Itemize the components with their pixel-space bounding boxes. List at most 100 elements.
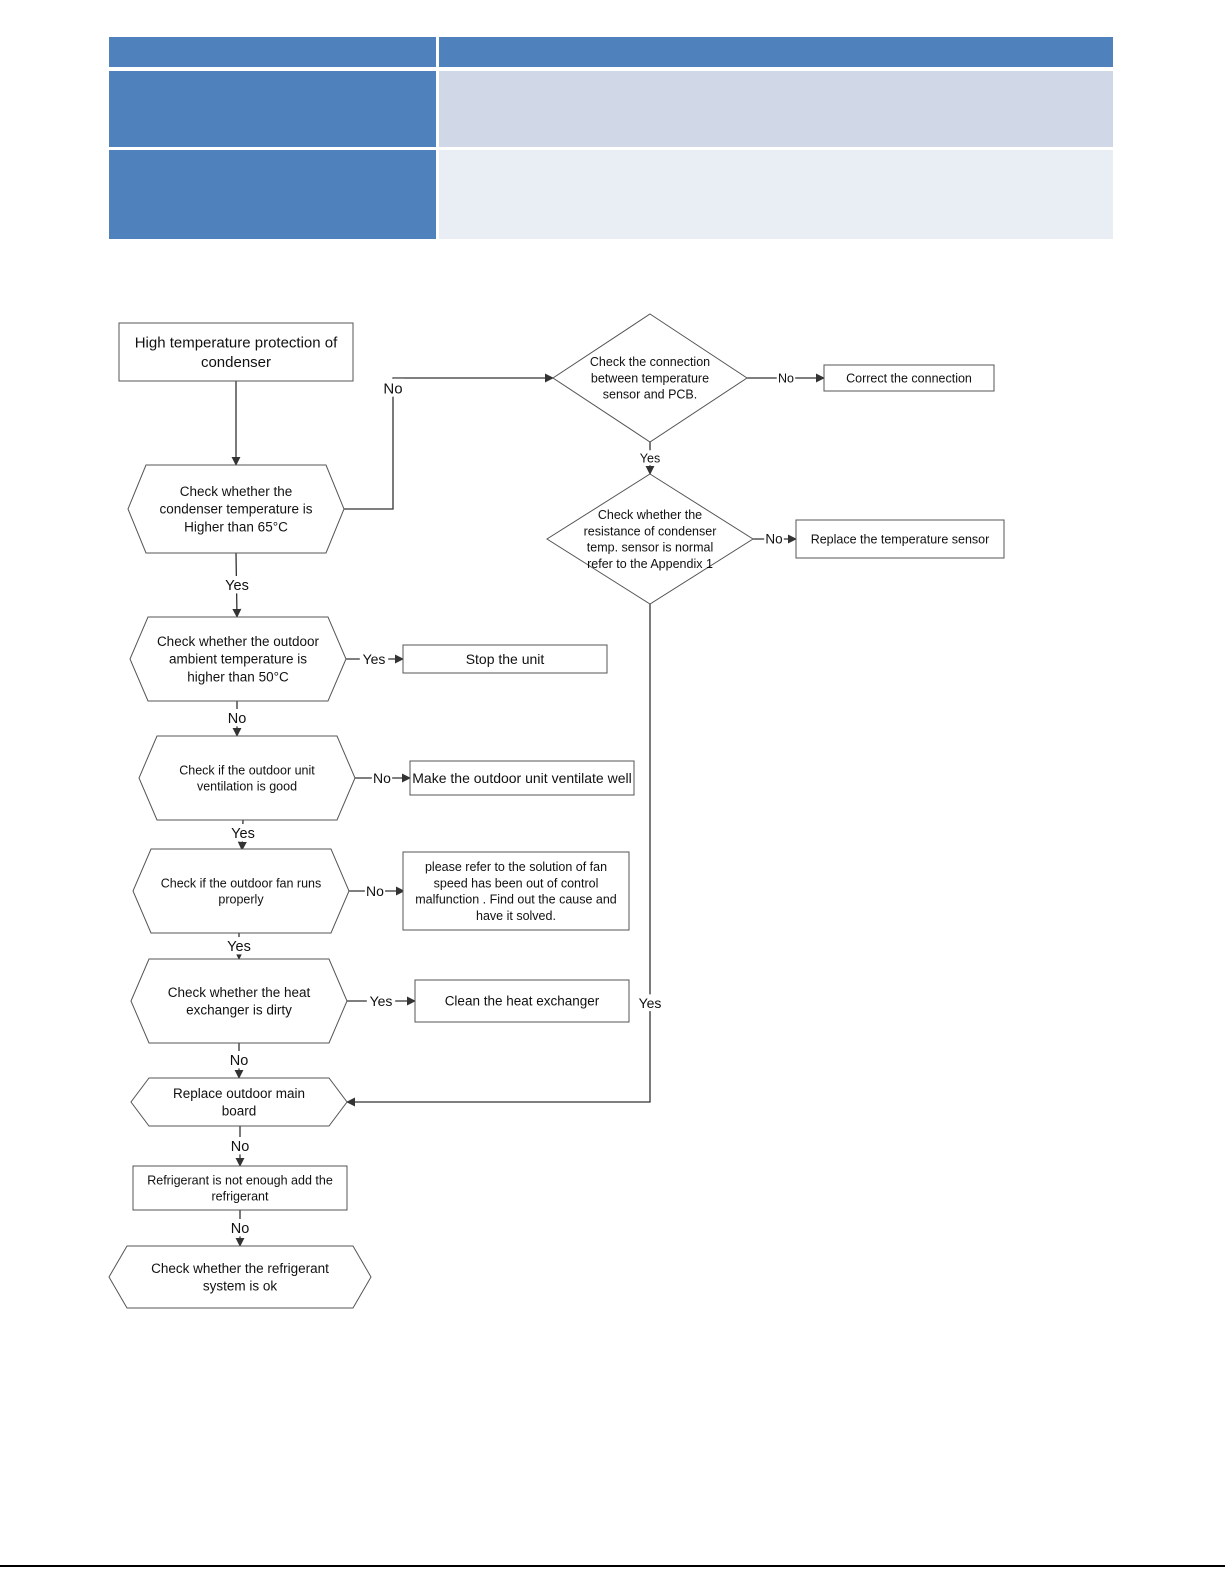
edge-label-background <box>226 709 248 727</box>
node-q-fan-line: properly <box>218 893 264 907</box>
footer-rule <box>0 1565 1225 1567</box>
edge-q-ventilation-to-ventilate: No <box>355 769 411 787</box>
node-replace-board-line: Replace outdoor main <box>173 1086 305 1101</box>
edge-label: No <box>366 883 384 899</box>
edge-label-background <box>228 1051 250 1069</box>
edge-label-background <box>382 378 404 397</box>
node-q-cond-temp-line: condenser temperature is <box>159 502 312 517</box>
node-q-connection-shape <box>552 313 748 443</box>
node-ventilate-line: Make the outdoor unit ventilate well <box>412 770 631 786</box>
node-q-refrigerant-system-line: system is ok <box>203 1279 278 1294</box>
node-replace-sensor-line: Replace the temperature sensor <box>811 532 990 546</box>
row-2-value-cell <box>439 150 1113 239</box>
edge-q-heat-exchanger-to-clean-exchanger: Yes <box>347 992 416 1010</box>
node-refrigerant-add-line: refrigerant <box>212 1190 269 1204</box>
nodes-layer: High temperature protection ofcondenserC… <box>108 313 1005 1309</box>
node-stop-unit: Stop the unit <box>402 644 608 674</box>
node-stop-unit-shape <box>402 644 608 674</box>
node-correct-connection: Correct the connection <box>823 364 995 392</box>
edge-q-sensor-resistance-to-replace-sensor: No <box>753 530 797 547</box>
edge-label-background <box>635 994 665 1012</box>
node-q-sensor-resistance-line: resistance of condenser <box>584 524 717 538</box>
edge-label-background <box>371 769 393 787</box>
edge-label-background <box>229 1219 251 1237</box>
edge-label: Yes <box>227 939 251 955</box>
node-start: High temperature protection of condenser <box>118 322 354 382</box>
node-ventilate-shape <box>409 760 635 796</box>
header-table-row-2 <box>109 150 1113 239</box>
node-refrigerant-add: Refrigerant is not enough add therefrige… <box>132 1165 348 1211</box>
node-start-line: condenser <box>201 354 271 371</box>
node-q-connection-line: between temperature <box>591 371 709 385</box>
edge-label: Yes <box>231 826 255 842</box>
node-q-fan-line: Check if the outdoor fan runs <box>161 876 322 890</box>
edge-label-background <box>776 370 796 386</box>
node-q-ventilation-line: ventilation is good <box>197 780 297 794</box>
node-start-shape <box>118 322 354 382</box>
row-2-label-cell <box>109 150 436 239</box>
edge-label: No <box>231 1139 250 1155</box>
node-correct-connection-shape <box>823 364 995 392</box>
node-q-ventilation: Check if the outdoor unit ventilation is … <box>138 735 356 821</box>
edge-label: No <box>765 532 782 547</box>
node-fan-solution-line: speed has been out of control <box>434 876 599 890</box>
node-fan-solution-shape <box>402 851 630 931</box>
node-q-refrigerant-system: Check whether the refrigerant system is o… <box>108 1245 372 1309</box>
edge-label: No <box>778 371 794 385</box>
node-q-ventilation-line: Check if the outdoor unit <box>179 763 315 777</box>
edge-label: No <box>373 770 391 786</box>
edge-label: Yes <box>370 993 393 1009</box>
node-replace-board-line: board <box>222 1104 257 1119</box>
edge-label: No <box>383 380 402 397</box>
edge-line <box>346 604 651 1107</box>
edge-q-connection-to-correct-connection: No <box>747 370 825 386</box>
edge-line <box>344 373 554 510</box>
edge-q-ambient-to-q-ventilation: No <box>226 701 248 737</box>
edge-q-fan-to-fan-solution: No <box>349 882 405 900</box>
node-q-ambient-line: Check whether the outdoor <box>157 634 320 649</box>
node-q-sensor-resistance-line: temp. sensor is normal <box>587 541 713 555</box>
edge-label-background <box>764 530 784 547</box>
node-fan-solution-line: please refer to the solution of fan <box>425 860 607 874</box>
header-table-row-1 <box>109 71 1113 147</box>
node-q-ventilation-shape <box>138 735 356 821</box>
header-table-header-row <box>109 37 1113 67</box>
edge-label: Yes <box>639 995 662 1011</box>
edge-q-sensor-resistance-to-replace-board: Yes <box>346 604 665 1107</box>
edge-label: Yes <box>363 651 386 667</box>
edge-q-cond-temp-to-q-ambient: Yes <box>222 552 252 618</box>
edge-refrigerant-add-to-q-refrigerant-system: No <box>229 1210 251 1247</box>
header-cell-left <box>109 37 436 67</box>
edge-label-background <box>222 576 252 594</box>
node-q-refrigerant-system-line: Check whether the refrigerant <box>151 1261 329 1276</box>
node-replace-board: Replace outdoor main board <box>130 1077 348 1127</box>
row-1-value-cell <box>439 71 1113 147</box>
node-q-sensor-resistance-shape <box>546 473 754 605</box>
node-clean-exchanger-shape <box>414 979 630 1023</box>
node-q-ambient: Check whether the outdoor ambient tempera… <box>129 616 347 702</box>
node-fan-solution-line: malfunction . Find out the cause and <box>415 893 617 907</box>
edge-label: No <box>228 711 247 727</box>
node-start-line: High temperature protection of <box>135 335 338 352</box>
node-correct-connection-line: Correct the connection <box>846 371 972 385</box>
node-replace-board-shape <box>130 1077 348 1127</box>
edge-label-background <box>364 882 386 900</box>
node-q-heat-exchanger-line: exchanger is dirty <box>186 1003 292 1018</box>
edge-label: No <box>231 1221 250 1237</box>
edge-q-heat-exchanger-to-replace-board: No <box>228 1043 250 1079</box>
edge-q-ventilation-to-q-fan: Yes <box>228 819 258 851</box>
edge-label-background <box>637 450 663 466</box>
node-q-ambient-line: ambient temperature is <box>169 652 307 667</box>
node-replace-sensor: Replace the temperature sensor <box>795 519 1005 559</box>
node-q-ambient-shape <box>129 616 347 702</box>
node-stop-unit-line: Stop the unit <box>466 651 545 667</box>
edge-label-background <box>359 650 389 668</box>
edge-q-fan-to-q-heat-exchanger: Yes <box>224 933 254 960</box>
node-q-ambient-line: higher than 50°C <box>187 669 289 684</box>
